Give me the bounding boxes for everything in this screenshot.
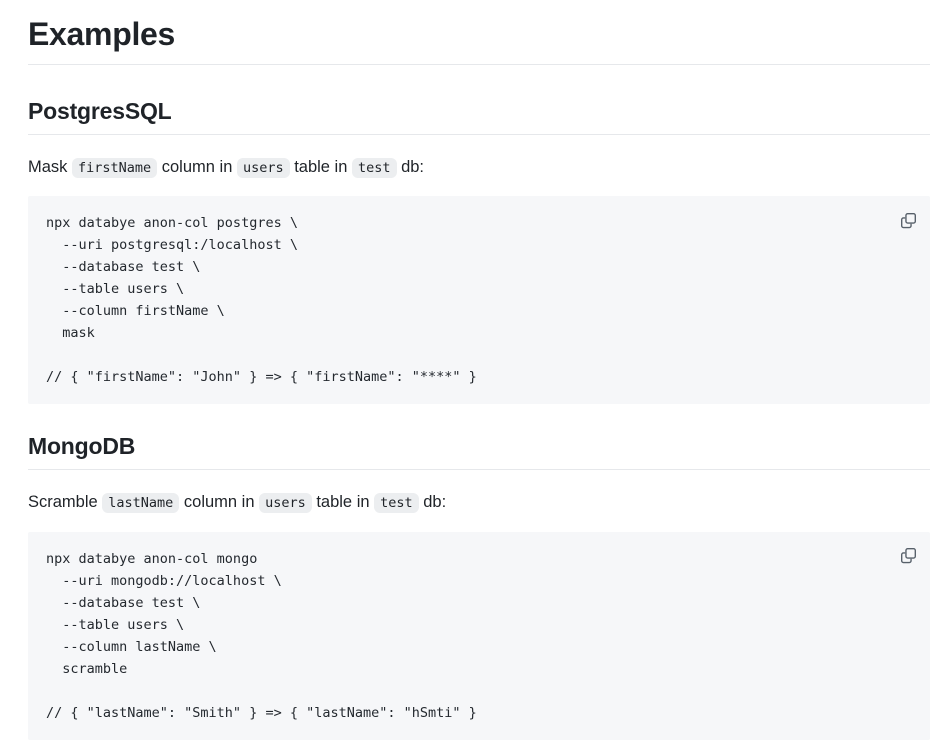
code-content[interactable]: npx databye anon-col mongo --uri mongodb… bbox=[46, 550, 477, 721]
section-mongodb: MongoDB Scramble lastName column in user… bbox=[28, 432, 940, 740]
section-heading: MongoDB bbox=[28, 433, 136, 460]
copy-code-button[interactable] bbox=[894, 206, 922, 234]
section-description: Mask firstName column in users table in … bbox=[28, 155, 940, 181]
page-title-divider bbox=[28, 64, 930, 65]
section-heading: PostgresSQL bbox=[28, 98, 172, 124]
description-text-part-4: db: bbox=[396, 157, 425, 176]
inline-code-table: users bbox=[236, 157, 290, 178]
section-postgressql: PostgresSQL Mask firstName column in use… bbox=[28, 97, 940, 405]
code-block: npx databye anon-col mongo --uri mongodb… bbox=[28, 531, 930, 740]
section-description: Scramble lastName column in users table … bbox=[28, 490, 940, 516]
description-text-part-1: Scramble bbox=[28, 493, 103, 512]
section-heading-divider bbox=[28, 133, 930, 135]
inline-code-column: lastName bbox=[102, 493, 180, 514]
page-title: Examples bbox=[28, 16, 176, 52]
description-text-part-1: Mask bbox=[28, 157, 73, 176]
inline-code-database: test bbox=[351, 157, 397, 178]
description-text-part-4: db: bbox=[418, 493, 447, 512]
description-text-part-3: table in bbox=[311, 493, 375, 512]
description-text-part-2: column in bbox=[179, 493, 260, 512]
code-content[interactable]: npx databye anon-col postgres \ --uri po… bbox=[46, 215, 477, 386]
description-text-part-2: column in bbox=[157, 157, 237, 176]
copy-icon bbox=[900, 547, 917, 564]
inline-code-database: test bbox=[374, 493, 419, 514]
copy-code-button[interactable] bbox=[894, 542, 922, 570]
copy-icon bbox=[900, 212, 917, 229]
code-block: npx databye anon-col postgres \ --uri po… bbox=[28, 196, 930, 405]
description-text-part-3: table in bbox=[289, 157, 352, 176]
section-heading-divider bbox=[28, 469, 930, 471]
inline-code-table: users bbox=[259, 493, 312, 514]
inline-code-column: firstName bbox=[72, 157, 158, 178]
